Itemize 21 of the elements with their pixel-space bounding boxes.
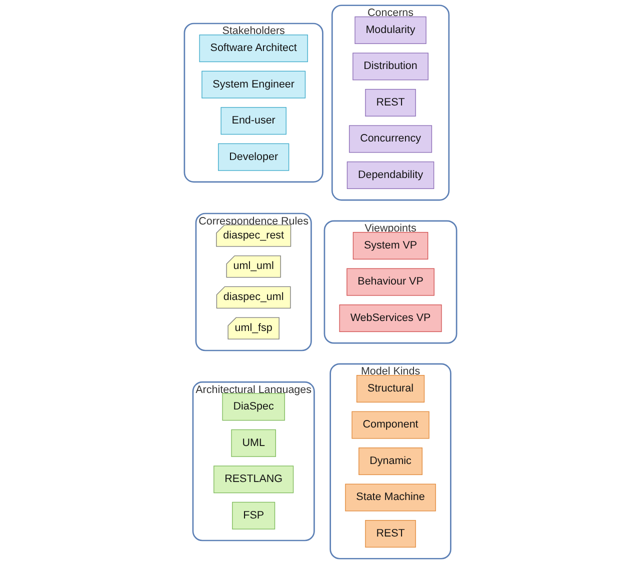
- node-box: Dependability: [346, 161, 434, 189]
- node-box: DiaSpec: [222, 393, 285, 421]
- node-box: Structural: [356, 375, 425, 403]
- node-box: Component: [352, 411, 430, 439]
- node-box: RESTLANG: [214, 466, 294, 494]
- node-box: Modularity: [354, 16, 426, 44]
- node-box: FSP: [232, 502, 276, 530]
- node-box: Developer: [218, 143, 290, 171]
- node-box: Behaviour VP: [346, 268, 434, 296]
- node-box: UML: [231, 429, 276, 457]
- node-box: Dynamic: [358, 448, 422, 476]
- node-box: REST: [365, 88, 416, 116]
- node-box: WebServices VP: [339, 304, 442, 332]
- node-box: REST: [365, 520, 416, 548]
- node-box: End-user: [220, 107, 286, 135]
- node-box: Software Architect: [199, 34, 308, 62]
- node-box: State Machine: [345, 484, 436, 512]
- node-box: Distribution: [352, 52, 428, 80]
- node-box: System Engineer: [202, 70, 306, 98]
- node-box: Concurrency: [348, 125, 432, 153]
- node-box: System VP: [352, 232, 428, 260]
